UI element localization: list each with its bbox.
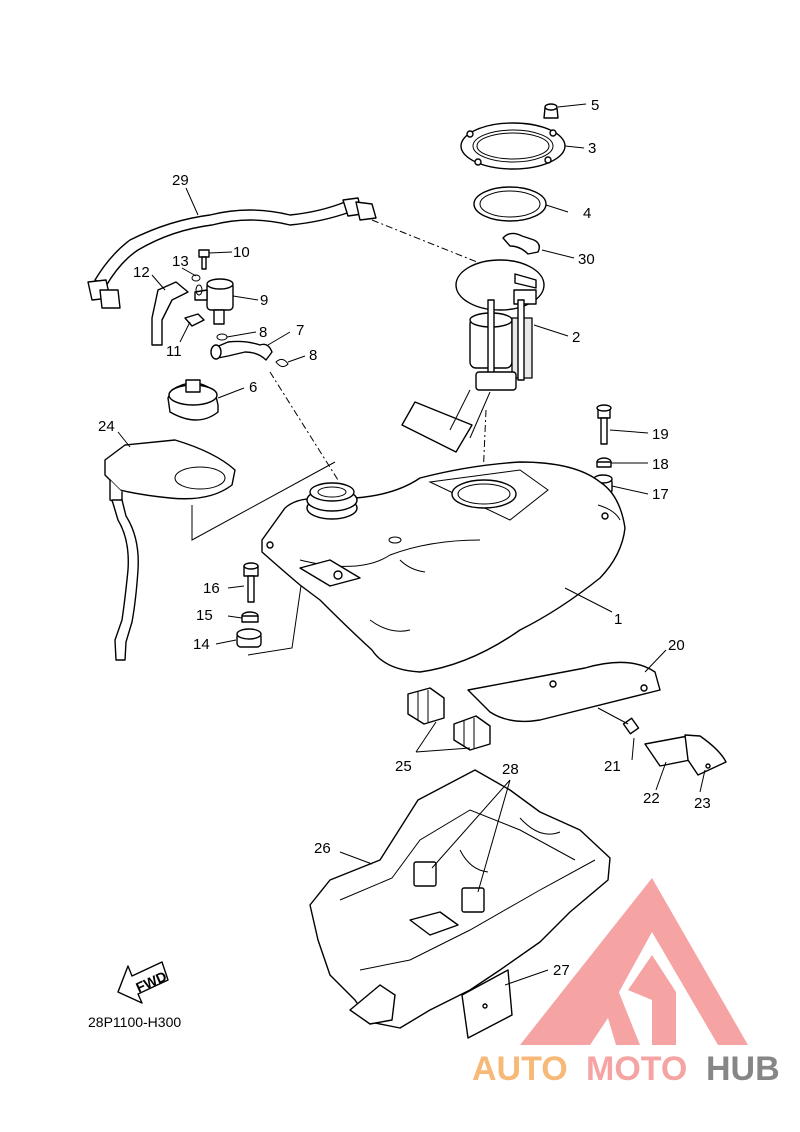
drain-hose — [111, 499, 139, 661]
callout-1: 1 — [614, 611, 622, 628]
bracket-11 — [184, 313, 205, 327]
pump-cover-plate — [460, 122, 566, 170]
callout-5: 5 — [591, 97, 599, 114]
callout-4: 4 — [583, 205, 591, 222]
bolt-21 — [597, 707, 640, 735]
pad-28a — [413, 861, 437, 887]
filler-neck — [306, 482, 358, 520]
pad-27 — [461, 969, 513, 1039]
callout-2: 2 — [572, 329, 580, 346]
tank-side-plate — [467, 661, 661, 723]
callout-8b: 8 — [309, 347, 317, 364]
callout-23: 23 — [694, 795, 711, 812]
damper-25b — [453, 715, 491, 751]
callout-13: 13 — [172, 253, 189, 270]
pad-22 — [644, 735, 691, 767]
clip-13 — [191, 274, 203, 296]
hose-12 — [151, 281, 189, 346]
callout-3: 3 — [588, 140, 596, 157]
under-cover — [309, 769, 611, 1029]
bolt-16 — [243, 562, 259, 603]
callout-6: 6 — [249, 379, 257, 396]
callout-19: 19 — [652, 426, 669, 443]
pump-gasket — [473, 186, 547, 222]
hose-clamp — [502, 232, 541, 255]
callout-10: 10 — [233, 244, 250, 261]
bolt-19 — [596, 404, 612, 445]
callout-numbers: 1 2 3 4 5 6 7 8 8 9 10 11 12 13 14 15 16… — [98, 97, 711, 979]
watermark-text-moto: MOTO — [586, 1050, 687, 1088]
cap-nut — [543, 103, 559, 119]
callout-27: 27 — [553, 962, 570, 979]
callout-20: 20 — [668, 637, 685, 654]
washer-15 — [241, 611, 259, 623]
callout-30: 30 — [578, 251, 595, 268]
callout-21: 21 — [604, 758, 621, 775]
callout-8a: 8 — [259, 324, 267, 341]
callout-14: 14 — [193, 636, 210, 653]
callout-29: 29 — [172, 172, 189, 189]
hose-7 — [210, 340, 273, 361]
breather-hose — [87, 197, 377, 309]
watermark-logo — [520, 878, 748, 1045]
pad-28b — [461, 887, 485, 913]
diagram-part-code: 28P1100-H300 — [88, 1014, 181, 1030]
leader-lines — [117, 103, 706, 986]
washer-18 — [596, 457, 612, 468]
watermark-text-hub: HUB — [706, 1050, 780, 1088]
damper-25a — [407, 687, 445, 725]
callout-22: 22 — [643, 790, 660, 807]
watermark: AUTO MOTO HUB — [472, 878, 780, 1088]
callout-25: 25 — [395, 758, 412, 775]
pad-23 — [684, 734, 727, 776]
fuel-cap — [167, 379, 219, 421]
callout-28: 28 — [502, 761, 519, 778]
callout-9: 9 — [260, 292, 268, 309]
clip-8b — [275, 358, 289, 368]
fuel-pump-assembly — [401, 259, 545, 453]
callout-18: 18 — [652, 456, 669, 473]
fwd-arrow: FWD — [117, 961, 169, 1004]
fwd-label: FWD — [133, 968, 169, 996]
callout-24: 24 — [98, 418, 115, 435]
callout-11: 11 — [166, 343, 182, 360]
callout-12: 12 — [133, 264, 150, 281]
screw-10 — [198, 249, 210, 270]
callout-16: 16 — [203, 580, 220, 597]
callout-26: 26 — [314, 840, 331, 857]
callout-17: 17 — [652, 486, 669, 503]
clip-8a — [216, 333, 228, 341]
watermark-text-auto: AUTO — [472, 1050, 568, 1088]
callout-7: 7 — [296, 322, 304, 339]
damper-14 — [236, 628, 262, 648]
filler-drain-tray — [104, 439, 236, 506]
callout-15: 15 — [196, 607, 213, 624]
